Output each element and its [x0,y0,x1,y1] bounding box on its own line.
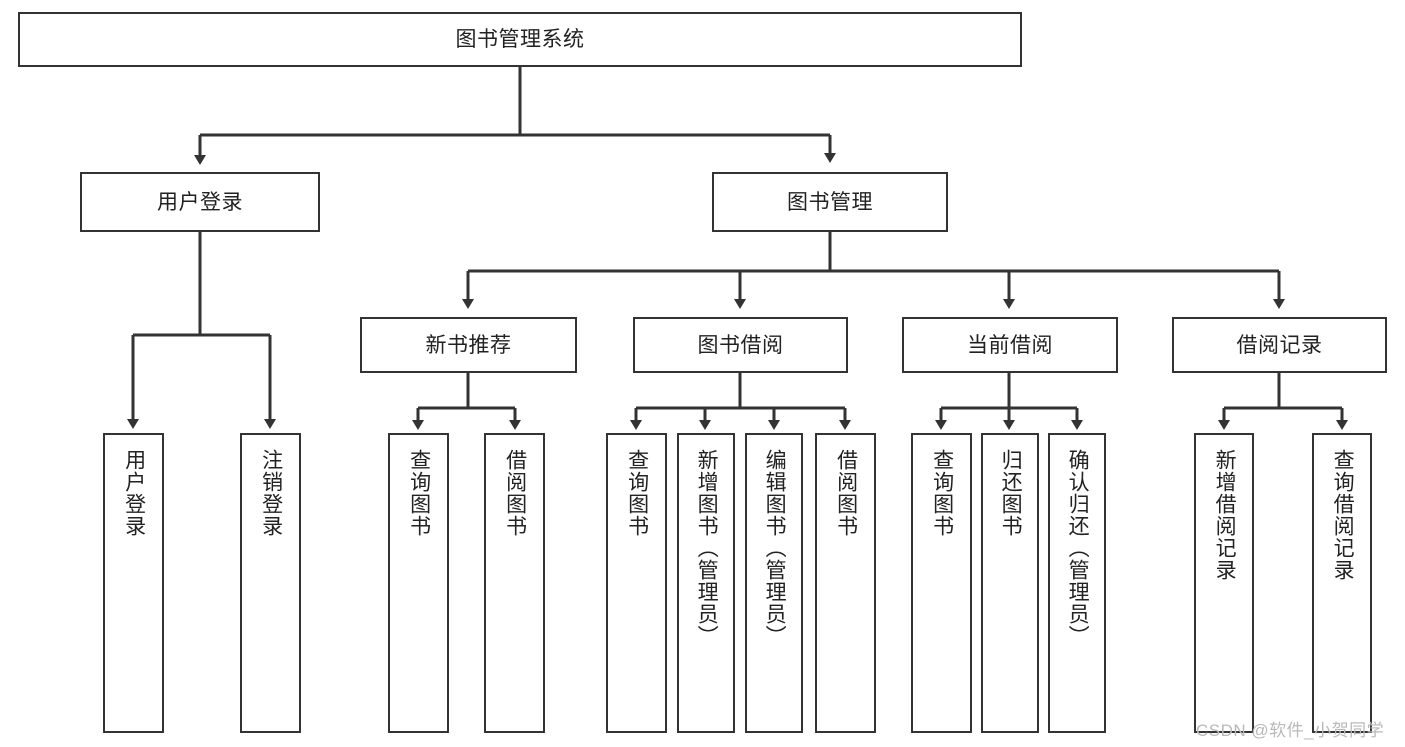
node-leaf-add-book-label: 新增图书（管理员） [695,449,719,647]
node-leaf-confirm-return[interactable]: 确认归还（管理员） [1048,433,1106,733]
node-leaf-confirm-return-label: 确认归还（管理员） [1066,449,1090,647]
node-user-login[interactable]: 用户登录 [80,172,320,232]
node-leaf-add-book[interactable]: 新增图书（管理员） [677,433,735,733]
node-leaf-query-book-3[interactable]: 查询图书 [911,433,972,733]
node-leaf-query-book-2-label: 查询图书 [625,449,649,537]
node-leaf-add-record[interactable]: 新增借阅记录 [1194,433,1254,733]
node-leaf-query-book-1[interactable]: 查询图书 [388,433,449,733]
node-borrow-record[interactable]: 借阅记录 [1172,317,1387,373]
node-leaf-query-record[interactable]: 查询借阅记录 [1312,433,1372,733]
node-book-management[interactable]: 图书管理 [712,172,948,232]
node-root-label: 图书管理系统 [455,28,585,51]
node-new-book-recommend[interactable]: 新书推荐 [360,317,577,373]
node-leaf-user-logout-label: 注销登录 [259,449,283,537]
node-leaf-borrow-book-2-label: 借阅图书 [834,449,858,537]
node-book-management-label: 图书管理 [787,190,873,214]
node-root[interactable]: 图书管理系统 [18,12,1022,67]
node-current-borrow[interactable]: 当前借阅 [902,317,1118,373]
node-leaf-user-logout[interactable]: 注销登录 [240,433,301,733]
node-leaf-query-book-2[interactable]: 查询图书 [606,433,667,733]
node-leaf-user-login[interactable]: 用户登录 [103,433,164,733]
node-current-borrow-label: 当前借阅 [967,333,1053,357]
node-leaf-borrow-book-2[interactable]: 借阅图书 [815,433,876,733]
node-borrow-record-label: 借阅记录 [1236,333,1323,357]
node-new-book-recommend-label: 新书推荐 [425,333,512,357]
node-leaf-borrow-book-1[interactable]: 借阅图书 [484,433,545,733]
node-leaf-query-book-3-label: 查询图书 [930,449,954,537]
node-leaf-user-login-label: 用户登录 [122,449,146,537]
node-leaf-add-record-label: 新增借阅记录 [1213,449,1237,581]
node-leaf-return-book-label: 归还图书 [999,449,1023,537]
node-book-borrow-label: 图书借阅 [697,333,784,357]
node-leaf-borrow-book-1-label: 借阅图书 [503,449,527,537]
node-leaf-query-book-1-label: 查询图书 [407,449,431,537]
node-user-login-label: 用户登录 [157,190,243,214]
node-leaf-query-record-label: 查询借阅记录 [1331,449,1355,581]
node-leaf-edit-book-label: 编辑图书（管理员） [763,449,787,647]
node-leaf-edit-book[interactable]: 编辑图书（管理员） [745,433,803,733]
node-book-borrow[interactable]: 图书借阅 [633,317,848,373]
node-leaf-return-book[interactable]: 归还图书 [981,433,1039,733]
